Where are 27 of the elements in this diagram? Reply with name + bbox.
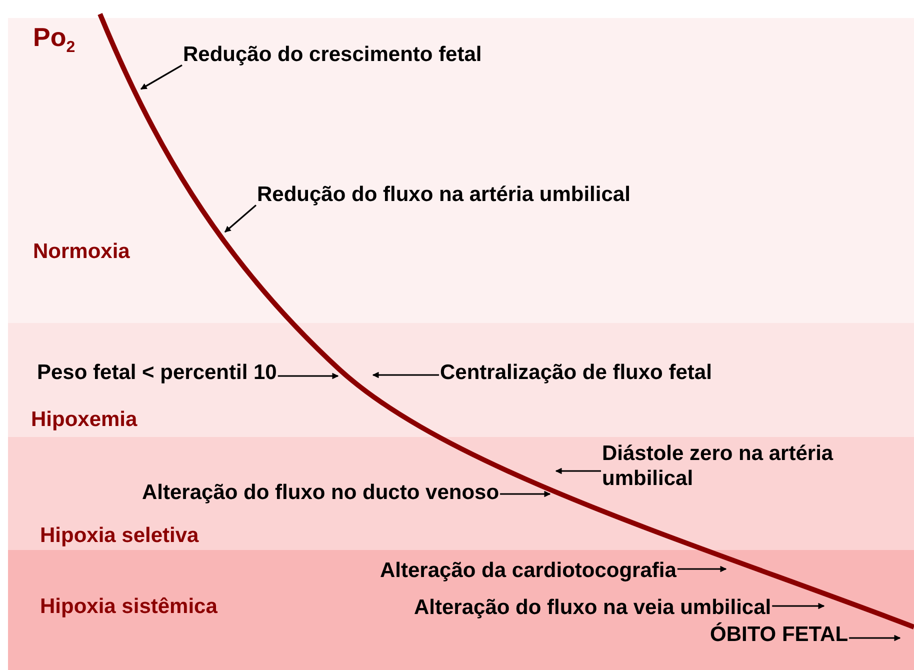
event-label: Diástole zero na artéria umbilical bbox=[602, 441, 852, 492]
zone-label: Normoxia bbox=[33, 239, 130, 264]
event-label: Centralização de fluxo fetal bbox=[440, 360, 712, 386]
arrow bbox=[278, 372, 339, 380]
zone-label: Hipoxia sistêmica bbox=[40, 594, 218, 620]
axis-label: Po$_{2}$ bbox=[33, 22, 76, 58]
arrow bbox=[224, 204, 257, 233]
arrow bbox=[372, 372, 439, 378]
event-label: Alteração da cardiotocografia bbox=[380, 558, 676, 584]
arrow bbox=[677, 566, 727, 572]
arrow bbox=[772, 602, 825, 610]
arrow bbox=[500, 490, 551, 498]
zone-band bbox=[8, 437, 914, 550]
event-label: Redução do fluxo na artéria umbilical bbox=[257, 182, 630, 208]
event-label: ÓBITO FETAL bbox=[710, 622, 848, 648]
zone-label: Hipoxia seletiva bbox=[40, 523, 199, 548]
event-label: Alteração do fluxo na veia umbilical bbox=[414, 595, 772, 620]
arrow bbox=[140, 64, 182, 90]
zone-band bbox=[8, 550, 914, 670]
event-label: Alteração do fluxo no ducto venoso bbox=[142, 480, 500, 506]
event-label: Redução do crescimento fetal bbox=[183, 42, 482, 68]
event-label: Peso fetal < percentil 10 bbox=[37, 360, 277, 386]
arrow bbox=[555, 468, 601, 474]
zone-label: Hipoxemia bbox=[31, 407, 138, 432]
zone-band bbox=[8, 18, 914, 323]
zone-band bbox=[8, 323, 914, 437]
arrow bbox=[849, 634, 901, 642]
